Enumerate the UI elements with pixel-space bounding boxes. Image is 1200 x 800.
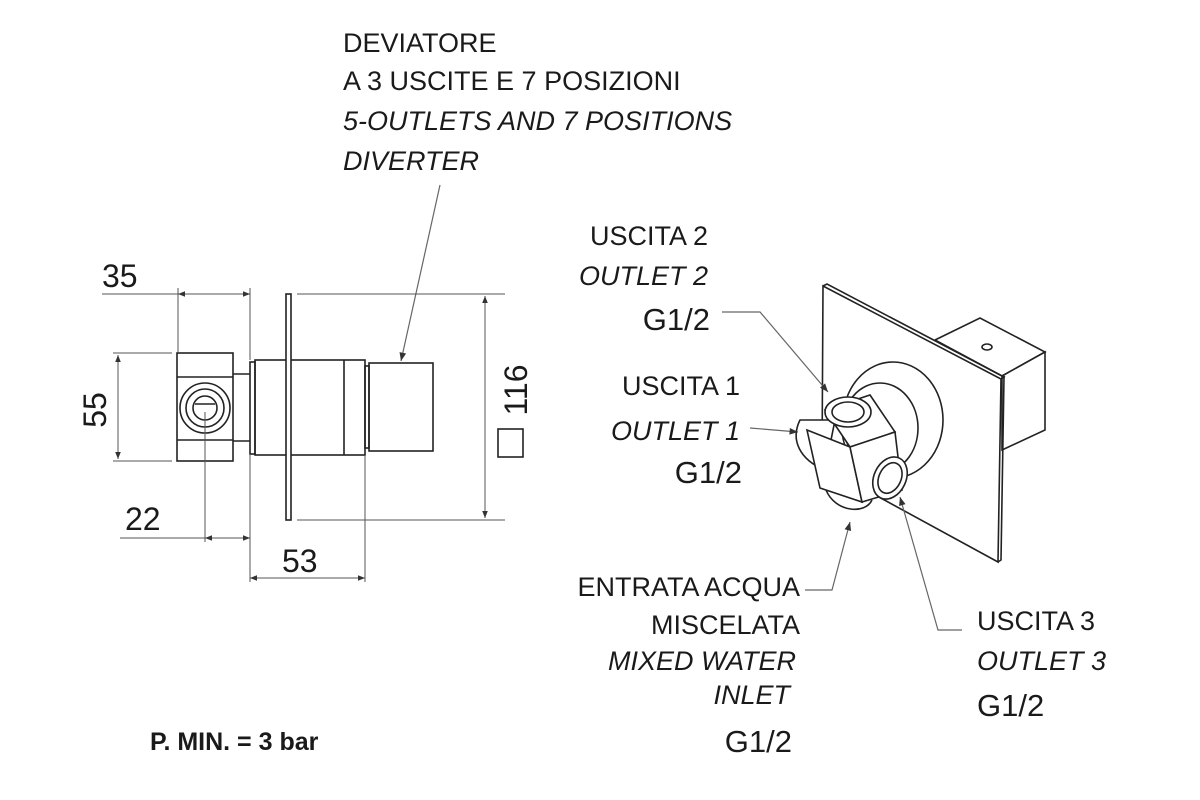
title-line-4: DIVERTER [343,146,479,176]
dimension-35: 35 [102,258,251,360]
dim-116-label: 116 [498,364,534,415]
dimension-55: 55 [77,352,172,462]
title-line-3: 5-OUTLETS AND 7 POSITIONS [343,106,732,136]
outlet1-it: USCITA 1 [622,371,740,401]
outlet3-label: USCITA 3 OUTLET 3 G1/2 [977,606,1106,723]
dim-35-label: 35 [102,258,138,294]
dimension-53: 53 [250,455,366,582]
outlet2-thread: G1/2 [643,302,710,337]
outlet2-label: USCITA 2 OUTLET 2 G1/2 [579,221,710,337]
outlet3-thread: G1/2 [977,688,1044,723]
side-view [176,293,434,521]
dim-53-label: 53 [282,543,318,579]
outlet3-en: OUTLET 3 [977,646,1106,676]
inlet-en2: INLET [713,680,792,710]
square-symbol [497,428,524,458]
outlet3-it: USCITA 3 [977,606,1095,636]
outlet2-en: OUTLET 2 [579,261,708,291]
outlet2-it: USCITA 2 [590,221,708,251]
inlet-thread: G1/2 [725,724,792,759]
title-line-1: DEVIATORE [343,28,497,58]
inlet-it1: ENTRATA ACQUA [577,572,800,602]
title-line-2: A 3 USCITE E 7 POSIZIONI [343,66,681,96]
inlet-it2: MISCELATA [651,610,800,640]
inlet-en1: MIXED WATER [608,646,796,676]
pressure-note: P. MIN. = 3 bar [150,728,319,756]
outlet2-leader [722,311,829,393]
dim-22-label: 22 [125,501,161,537]
outlet1-leader [749,427,799,435]
isometric-view [795,283,1047,564]
inlet-leader [805,521,852,591]
outlet3-leader [899,496,962,631]
inlet-label: ENTRATA ACQUA MISCELATA MIXED WATER INLE… [577,572,800,759]
title-block: DEVIATORE A 3 USCITE E 7 POSIZIONI 5-OUT… [343,28,732,176]
dim-55-label: 55 [77,392,113,428]
title-leader-line [399,184,441,362]
dimension-22: 22 [120,412,251,582]
dimension-116: 116 [297,293,534,521]
outlet1-label: USCITA 1 OUTLET 1 G1/2 [611,371,742,490]
outlet1-thread: G1/2 [675,455,742,490]
outlet1-en: OUTLET 1 [611,416,740,446]
